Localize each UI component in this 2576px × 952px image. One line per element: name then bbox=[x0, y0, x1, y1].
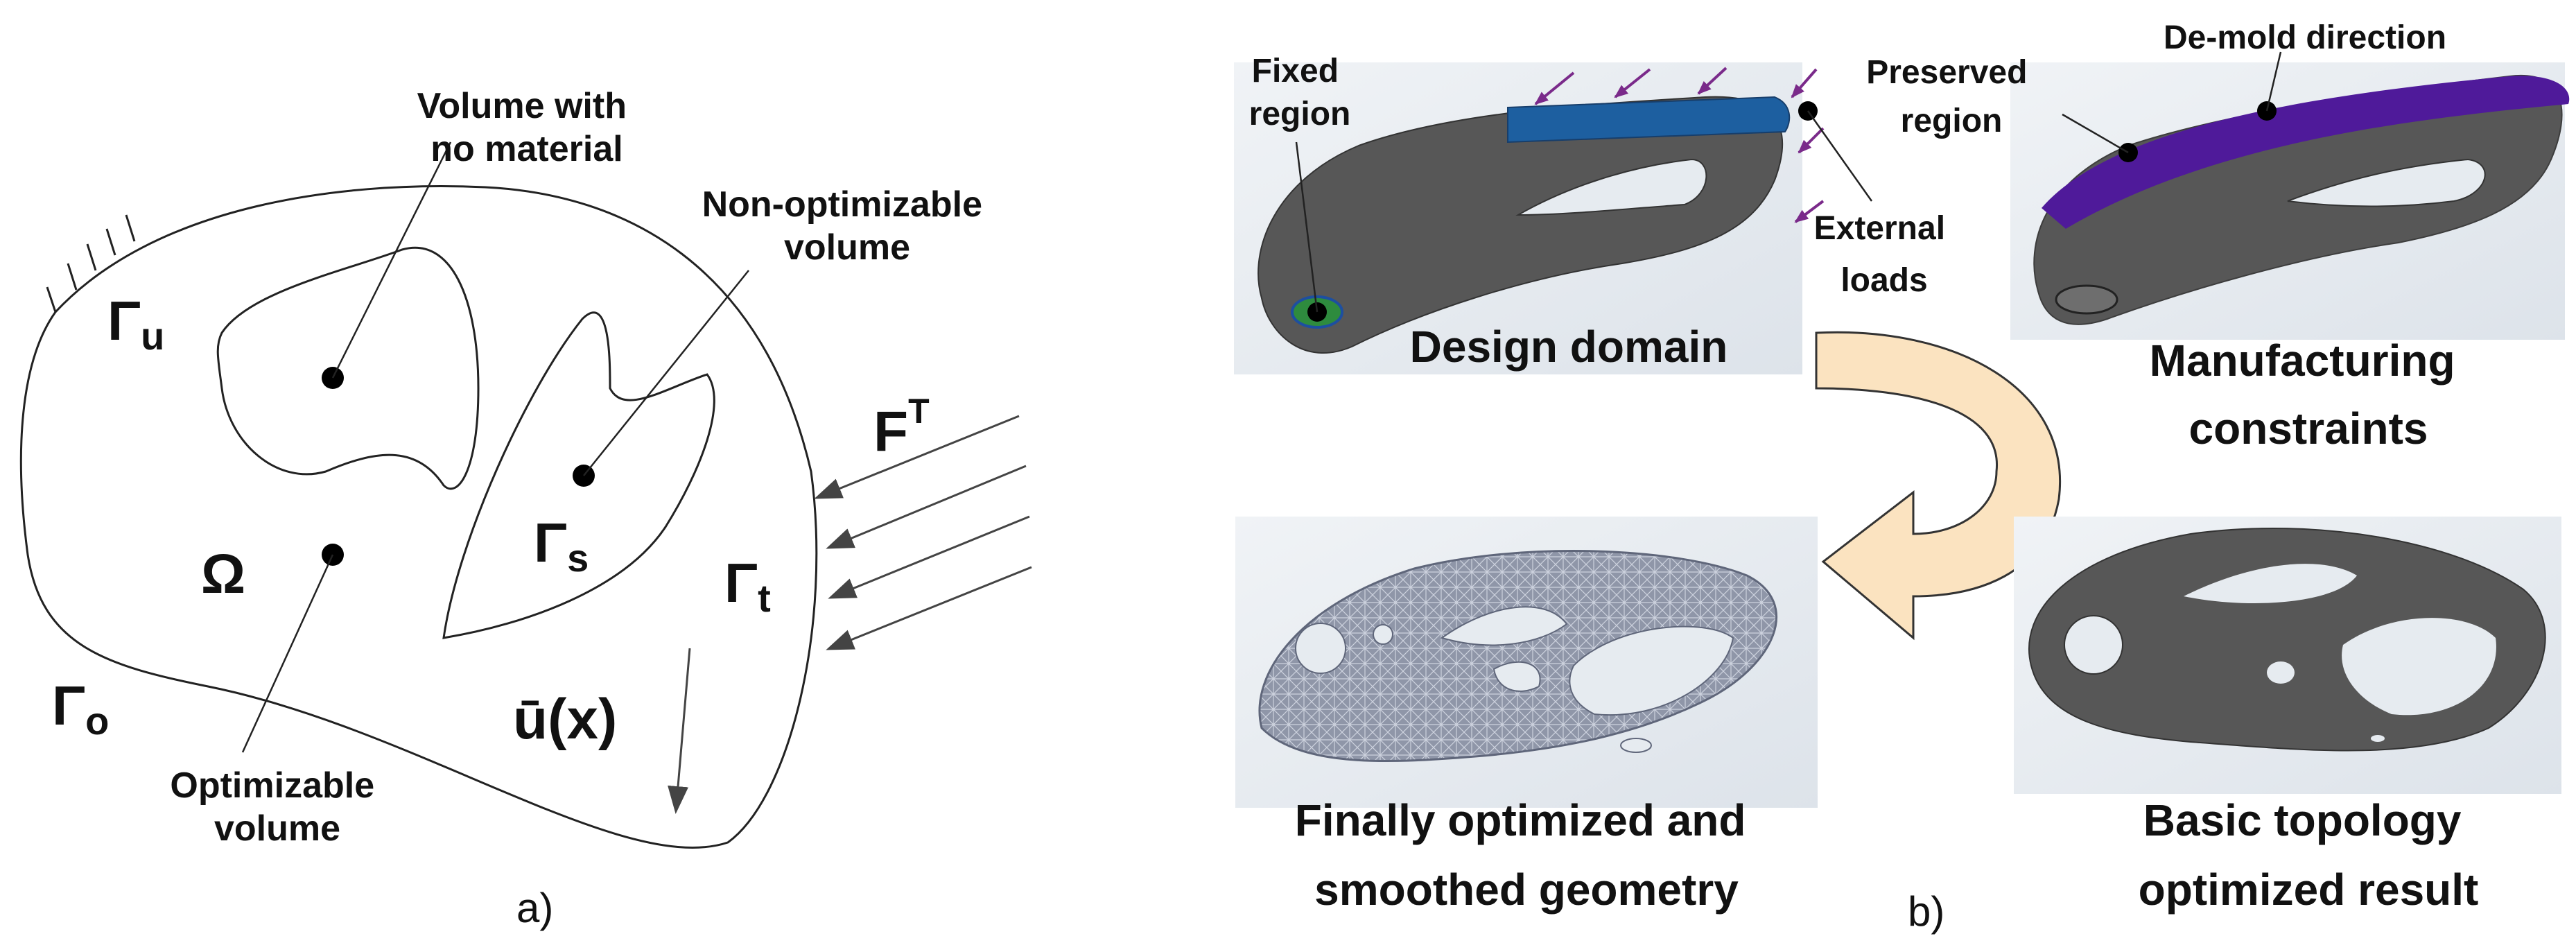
basic-topology-image bbox=[2014, 517, 2561, 794]
symbol-gamma-t: Γt bbox=[724, 552, 771, 620]
label-fixed-region: Fixed region bbox=[1249, 53, 1351, 132]
symbol-omega: Ω bbox=[201, 543, 245, 605]
label-volume-no-material-line1: Volume with bbox=[417, 86, 627, 126]
label-external-loads: External loads bbox=[1814, 210, 1955, 299]
label-external-line2: loads bbox=[1840, 262, 1927, 299]
title-final-line1: Finally optimized and bbox=[1295, 795, 1746, 845]
symbol-force: FT bbox=[873, 392, 930, 463]
final-geometry-image bbox=[1235, 517, 1818, 808]
label-volume-no-material-line2: no material bbox=[430, 129, 623, 169]
caption-a: a) bbox=[516, 885, 553, 931]
non-optimizable-leader-line bbox=[583, 270, 749, 476]
symbol-gamma-t-sub: t bbox=[758, 576, 771, 620]
design-domain-blue-region bbox=[1507, 96, 1791, 144]
external-load-leader bbox=[1807, 110, 1873, 202]
manufacturing-hole bbox=[2287, 158, 2486, 207]
title-basic-topology: Basic topology optimized result bbox=[2139, 795, 2479, 915]
traction-arrow-2 bbox=[826, 465, 1027, 549]
label-demold-direction: De-mold direction bbox=[2164, 19, 2446, 56]
title-basic-line1: Basic topology bbox=[2143, 795, 2462, 845]
label-fixed-line1: Fixed bbox=[1252, 53, 1339, 89]
label-optimizable-line1: Optimizable bbox=[170, 765, 374, 806]
symbol-gamma-u-base: Γ bbox=[107, 290, 141, 352]
label-preserved-line2: region bbox=[1901, 103, 2003, 139]
title-design-domain: Design domain bbox=[1410, 322, 1728, 372]
external-load-arrows bbox=[1534, 67, 1825, 223]
design-domain-hole bbox=[1515, 158, 1707, 216]
title-manufacturing-line1: Manufacturing bbox=[2150, 336, 2455, 386]
void-region bbox=[216, 246, 480, 490]
demold-leader bbox=[2265, 51, 2282, 112]
label-optimizable: Optimizable volume bbox=[170, 765, 384, 849]
panel-a: Volume with no material Non-optimizable … bbox=[19, 86, 1032, 931]
design-domain-part bbox=[1257, 96, 1784, 354]
symbol-gamma-t-base: Γ bbox=[724, 552, 758, 614]
title-final-line2: smoothed geometry bbox=[1314, 865, 1739, 915]
fixed-support-hatch bbox=[46, 214, 136, 313]
title-basic-line2: optimized result bbox=[2139, 865, 2479, 915]
fixed-region-leader bbox=[1295, 141, 1319, 313]
traction-arrow-1 bbox=[814, 415, 1020, 499]
flow-arrow bbox=[1815, 331, 2062, 641]
symbol-gamma-u-sub: u bbox=[141, 314, 164, 358]
manufacturing-purple-top bbox=[2042, 76, 2570, 229]
symbol-gamma-o-sub: o bbox=[85, 699, 109, 743]
symbol-force-base: F bbox=[873, 400, 908, 463]
traction-arrows bbox=[814, 415, 1032, 650]
label-optimizable-line2: volume bbox=[214, 808, 340, 849]
panel-b: Fixed region External loads Design domai… bbox=[1234, 19, 2570, 935]
preserved-region-leader bbox=[2062, 113, 2129, 154]
label-fixed-line2: region bbox=[1249, 96, 1351, 132]
symbol-gamma-o-base: Γ bbox=[52, 675, 85, 736]
symbol-force-sup: T bbox=[908, 392, 930, 431]
caption-b: b) bbox=[1908, 888, 1944, 935]
traction-arrow-3 bbox=[828, 515, 1030, 599]
title-final-geometry: Finally optimized and smoothed geometry bbox=[1295, 795, 1759, 915]
title-manufacturing-constraints: Manufacturing constraints bbox=[2150, 336, 2468, 453]
symbol-gamma-u: Γu bbox=[107, 290, 164, 358]
symbol-gamma-s-sub: s bbox=[567, 536, 589, 580]
manufacturing-constraints-image bbox=[2010, 51, 2570, 340]
displacement-arrow bbox=[668, 648, 691, 814]
optimizable-leader-line bbox=[241, 554, 334, 753]
void-leader-line bbox=[331, 141, 452, 379]
symbol-gamma-o: Γo bbox=[52, 675, 109, 743]
label-non-optimizable: Non-optimizable volume bbox=[702, 184, 993, 268]
label-preserved-region: Preserved region bbox=[1866, 54, 2037, 139]
symbol-gamma-s-base: Γ bbox=[534, 512, 567, 573]
symbol-displacement: ū(x) bbox=[513, 688, 617, 751]
non-optimizable-region bbox=[442, 311, 715, 639]
traction-arrow-4 bbox=[826, 566, 1032, 650]
label-non-optimizable-line2: volume bbox=[784, 227, 910, 268]
label-preserved-line1: Preserved bbox=[1866, 54, 2027, 91]
label-non-optimizable-line1: Non-optimizable bbox=[702, 184, 982, 225]
label-external-line1: External bbox=[1814, 210, 1945, 247]
title-manufacturing-line2: constraints bbox=[2189, 404, 2428, 453]
domain-outline bbox=[19, 185, 818, 849]
symbol-gamma-s: Γs bbox=[534, 512, 589, 580]
design-domain-image bbox=[1234, 62, 1873, 374]
label-volume-no-material: Volume with no material bbox=[417, 86, 637, 169]
